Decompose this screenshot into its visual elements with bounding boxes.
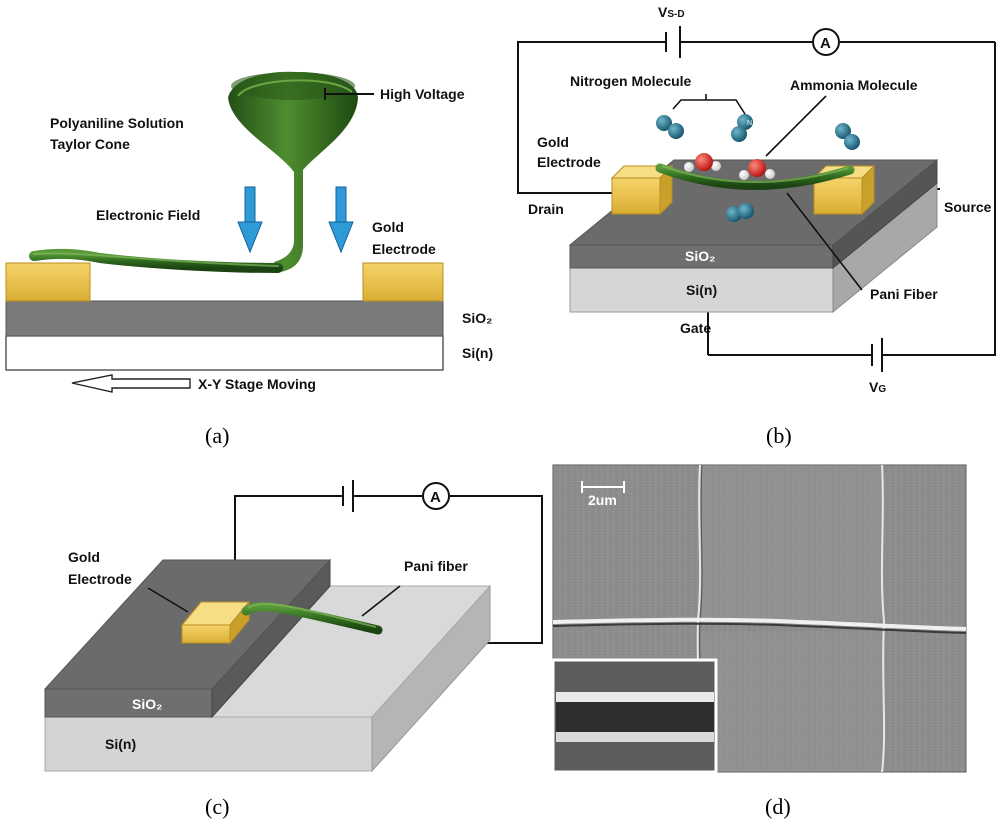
gold-electrode-b-drain	[611, 177, 661, 215]
ammonia-molecule-1	[684, 153, 721, 172]
panel-a: High Voltage Polyaniline Solution Taylor…	[5, 71, 493, 448]
panel-c: A Gold Electrode Pani fiber SiO₂ Si(n) (…	[43, 480, 543, 819]
label-electronic-field: Electronic Field	[96, 207, 200, 223]
label-vg: VG	[869, 379, 886, 395]
label-gate: Gate	[680, 320, 711, 336]
label-gold-electrode-c-2: Electrode	[68, 571, 132, 587]
ammeter-c-label: A	[430, 489, 441, 506]
ammeter-b-label: A	[820, 35, 831, 52]
si-front-c	[44, 716, 373, 772]
nitrogen-molecule-4	[726, 203, 754, 222]
caption-d: (d)	[765, 794, 791, 819]
ammonia-molecule-2	[739, 159, 775, 180]
gold-electrode-right	[362, 262, 444, 302]
sio2-front-c	[44, 688, 213, 718]
wire-drain	[517, 41, 666, 194]
label-taylor-cone-1: Polyaniline Solution	[50, 115, 184, 131]
wire-source	[882, 42, 996, 356]
label-pani-b: Pani Fiber	[870, 286, 938, 302]
label-si-a: Si(n)	[462, 345, 493, 361]
label-ammonia: Ammonia Molecule	[790, 77, 918, 93]
caption-a: (a)	[205, 423, 229, 448]
label-source: Source	[944, 199, 992, 215]
wire-c-right	[449, 495, 543, 644]
label-gold-electrode-a-2: Electrode	[372, 241, 436, 257]
scale-label: 2um	[588, 492, 617, 508]
pani-fiber-b	[655, 163, 855, 191]
label-vsd: VS-D	[658, 4, 685, 20]
ammeter-c	[422, 482, 450, 510]
panel-b: A	[517, 4, 996, 448]
gold-electrode-left	[5, 262, 91, 302]
gold-electrode-b-source	[813, 177, 863, 215]
pani-fiber-c	[241, 602, 383, 635]
gold-electrode-c	[181, 624, 231, 644]
n-atom-label: N	[747, 120, 752, 127]
caption-b: (b)	[766, 423, 792, 448]
label-drain: Drain	[528, 201, 564, 217]
sio2-layer	[5, 300, 444, 337]
label-taylor-cone-2: Taylor Cone	[50, 136, 130, 152]
label-si-c: Si(n)	[105, 736, 136, 752]
field-arrow-right	[328, 186, 354, 254]
ammeter-b	[812, 28, 840, 56]
field-arrow-left	[237, 186, 263, 254]
label-gold-electrode-c-1: Gold	[68, 549, 100, 565]
label-sio2-b: SiO₂	[685, 248, 715, 264]
nitrogen-molecule-1	[656, 115, 684, 139]
label-pani-c: Pani fiber	[404, 558, 468, 574]
label-stage: X-Y Stage Moving	[198, 376, 316, 392]
label-sio2-c: SiO₂	[132, 696, 162, 712]
label-high-voltage: High Voltage	[380, 86, 465, 102]
caption-c: (c)	[205, 794, 229, 819]
label-gold-electrode-b-1: Gold	[537, 134, 569, 150]
si-layer	[5, 335, 444, 371]
sem-fiber	[552, 617, 967, 631]
label-gold-electrode-b-2: Electrode	[537, 154, 601, 170]
label-nitrogen: Nitrogen Molecule	[570, 73, 692, 89]
label-gold-electrode-a-1: Gold	[372, 219, 404, 235]
taylor-cone	[228, 71, 358, 273]
label-si-b: Si(n)	[686, 282, 717, 298]
nitrogen-molecule-3	[835, 123, 860, 150]
stage-arrow	[71, 374, 191, 393]
panel-d: 2um (d)	[551, 464, 967, 819]
label-sio2-a: SiO₂	[462, 310, 492, 326]
nitrogen-molecule-2	[731, 114, 753, 142]
